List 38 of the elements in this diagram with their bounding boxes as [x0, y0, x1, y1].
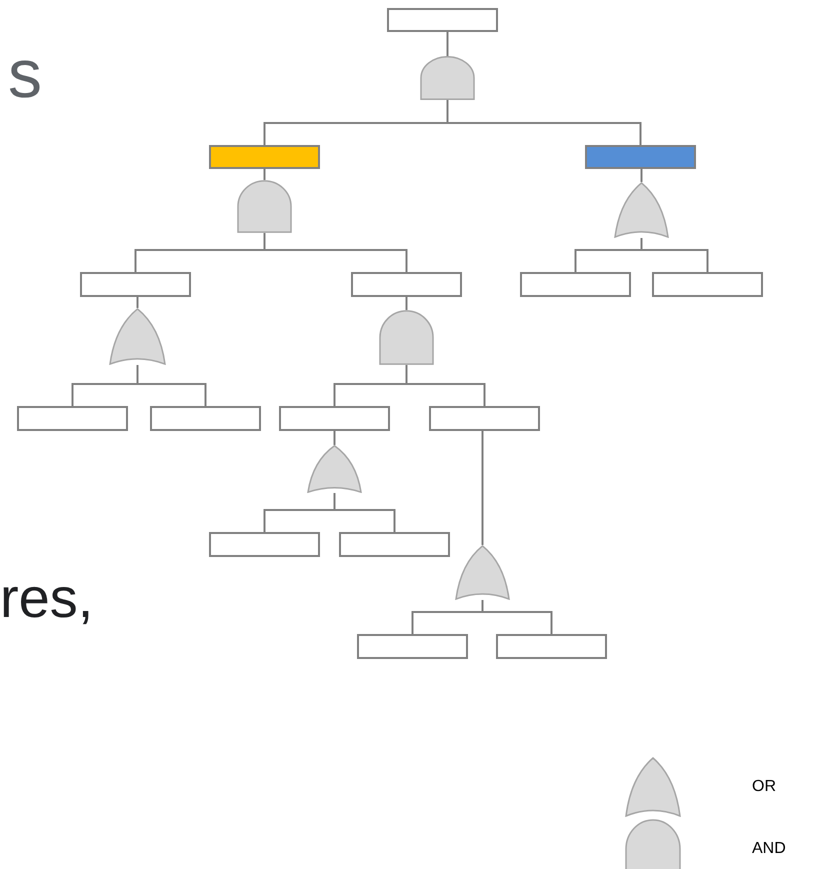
event-box [496, 634, 607, 659]
connector-line [482, 600, 552, 634]
or-gate [614, 182, 669, 238]
event-box [150, 406, 261, 431]
connector-line [446, 32, 448, 56]
event-box [209, 145, 320, 169]
connector-line [640, 169, 642, 182]
and-gate [379, 310, 434, 365]
or-gate [109, 308, 166, 365]
and-gate [420, 56, 475, 100]
event-box [279, 406, 390, 431]
event-box [80, 272, 191, 297]
event-box [339, 532, 450, 557]
and-gate [237, 180, 292, 233]
event-box [520, 272, 631, 297]
event-box [652, 272, 763, 297]
connector-line [334, 431, 336, 445]
connector-line [446, 100, 642, 145]
connector-line [264, 169, 266, 180]
event-box [17, 406, 128, 431]
legend-text: OR [752, 777, 776, 797]
connector-line [482, 431, 484, 545]
event-box [585, 145, 696, 169]
connector-line [334, 493, 396, 532]
event-box [209, 532, 320, 557]
connector-line [136, 297, 138, 308]
legend-text: AND [752, 839, 786, 859]
event-box [357, 634, 468, 659]
event-box [429, 406, 540, 431]
connector-line [406, 297, 408, 310]
or-gate [307, 445, 362, 493]
event-box [387, 8, 498, 32]
connector-line [264, 233, 408, 272]
connector-line [640, 238, 708, 272]
event-box [351, 272, 462, 297]
or-gate [455, 545, 510, 600]
heading-fragment: res, [0, 570, 94, 626]
heading-fragment: s [8, 40, 42, 108]
